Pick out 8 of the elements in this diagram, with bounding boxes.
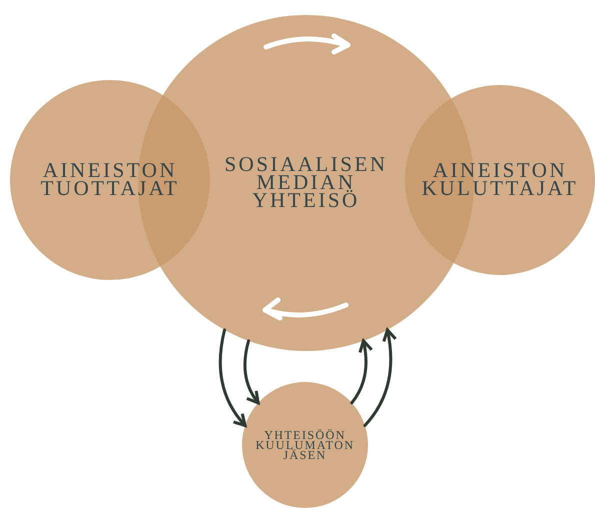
node-label: SOSIAALISEN MEDIAN YHTEISÖ (224, 156, 388, 210)
arrow (218, 328, 247, 428)
arrow (243, 339, 260, 404)
node-label: AINEISTON TUOTTAJAT (40, 162, 180, 198)
arrow (363, 328, 397, 428)
node-label: YHTEISÖÖN KUULUMATON JÄSEN (256, 430, 354, 460)
node-label: AINEISTON KULUTTAJAT (422, 162, 578, 198)
arrow (350, 339, 373, 404)
